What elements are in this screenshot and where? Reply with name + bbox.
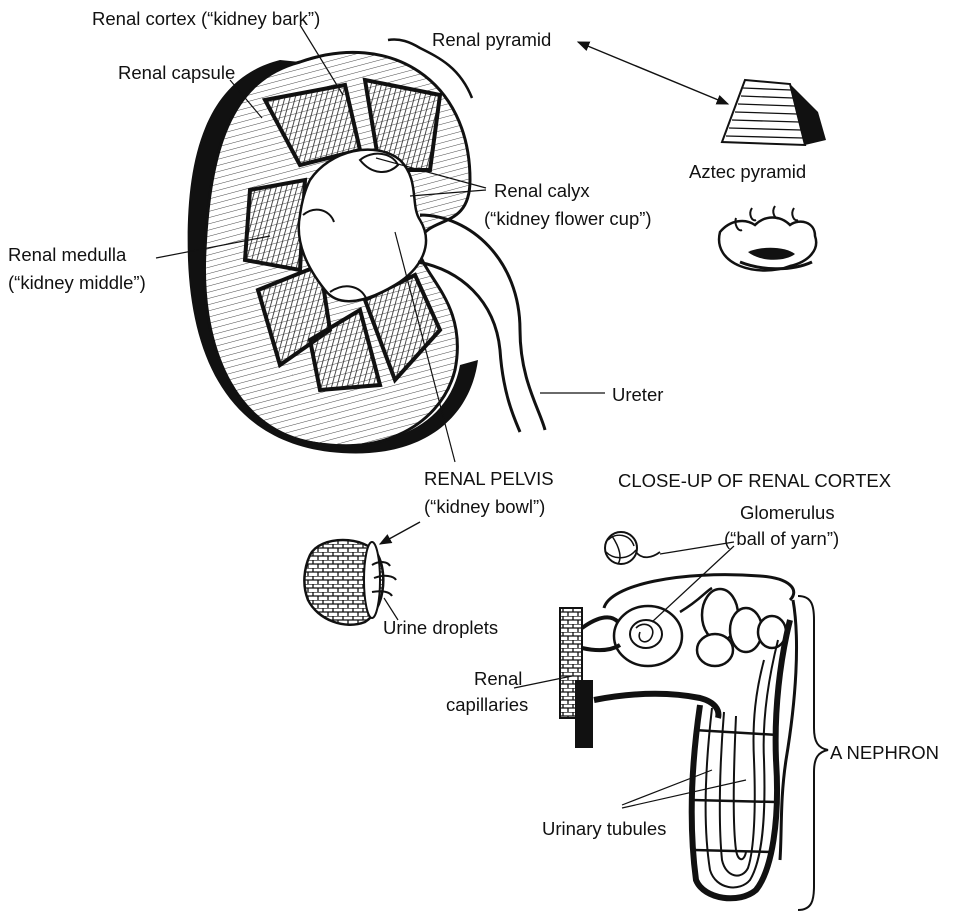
label-close-up-title: CLOSE-UP OF RENAL CORTEX (618, 470, 891, 492)
label-renal-calyx: Renal calyx (494, 180, 590, 202)
label-glomerulus: Glomerulus (740, 502, 835, 524)
label-renal-pelvis-gloss: (“kidney bowl”) (424, 496, 545, 518)
aztec-pyramid (722, 80, 826, 145)
label-renal-capillaries-2: capillaries (446, 694, 528, 716)
label-aztec-pyramid: Aztec pyramid (689, 161, 806, 183)
label-renal-medulla-gloss: (“kidney middle”) (8, 272, 146, 294)
label-urine-droplets: Urine droplets (383, 617, 498, 639)
label-glomerulus-gloss: (“ball of yarn”) (724, 528, 839, 550)
pyramid-arrow (578, 42, 728, 104)
ball-of-yarn (605, 532, 660, 564)
label-renal-capsule: Renal capsule (118, 62, 235, 84)
label-renal-pelvis: RENAL PELVIS (424, 468, 554, 490)
bowl-arrow (380, 522, 420, 544)
label-renal-capillaries-1: Renal (474, 668, 522, 690)
flower-cup (719, 206, 816, 271)
label-urinary-tubules: Urinary tubules (542, 818, 666, 840)
label-renal-cortex: Renal cortex (“kidney bark”) (92, 8, 320, 30)
label-renal-calyx-gloss: (“kidney flower cup”) (484, 208, 652, 230)
nephron-brace (798, 596, 828, 910)
label-ureter: Ureter (612, 384, 663, 406)
kidney-bowl (304, 540, 396, 625)
nephron (560, 575, 797, 899)
label-a-nephron: A NEPHRON (830, 742, 939, 764)
label-renal-pyramid: Renal pyramid (432, 29, 551, 51)
kidney (188, 52, 545, 453)
label-renal-medulla: Renal medulla (8, 244, 126, 266)
